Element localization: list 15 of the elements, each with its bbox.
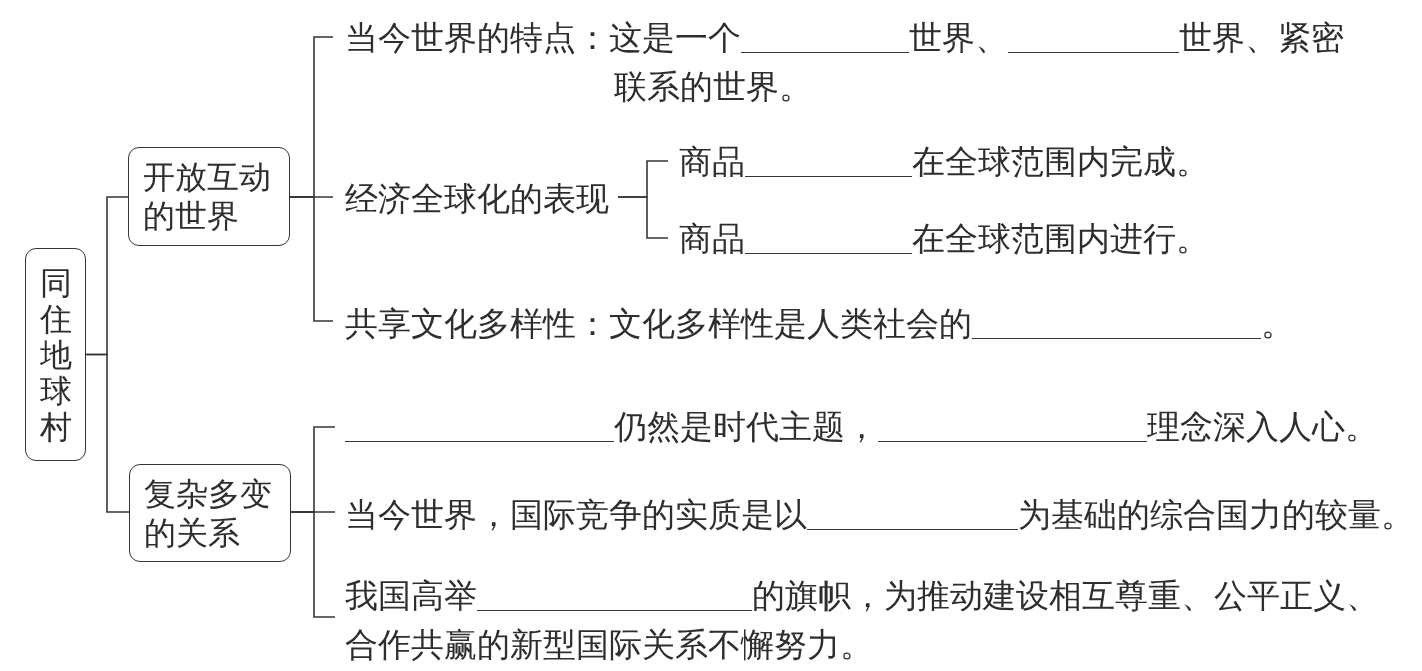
statement-text: 商品 在全球范围内进行。	[679, 217, 1209, 260]
branch-label: 经济全球化的表现	[345, 177, 609, 220]
topic-box: 同住地球村	[25, 248, 86, 461]
connector-line	[617, 196, 669, 239]
statement-text: 当今世界的特点：这是一个 世界、 世界、紧密联系的世界。	[345, 16, 1345, 108]
connector-line	[290, 511, 336, 618]
connector-line	[85, 353, 130, 513]
statement-text: 共享文化多样性：文化多样性是人类社会的 。	[345, 302, 1294, 345]
connector-line	[289, 196, 334, 322]
statement-text: 商品 在全球范围内完成。	[679, 140, 1209, 183]
statement-text: 我国高举 的旗帜，为推动建设相互尊重、公平正义、合作共赢的新型国际关系不懈努力。	[345, 574, 1380, 666]
subtopic-box: 开放互动的世界	[128, 147, 290, 246]
statement-text: 当今世界，国际竞争的实质是以 为基础的综合国力的较量。	[345, 493, 1414, 536]
subtopic-box: 复杂多变的关系	[129, 464, 291, 562]
statement-text: 仍然是时代主题， 理念深入人心。	[345, 401, 1378, 451]
